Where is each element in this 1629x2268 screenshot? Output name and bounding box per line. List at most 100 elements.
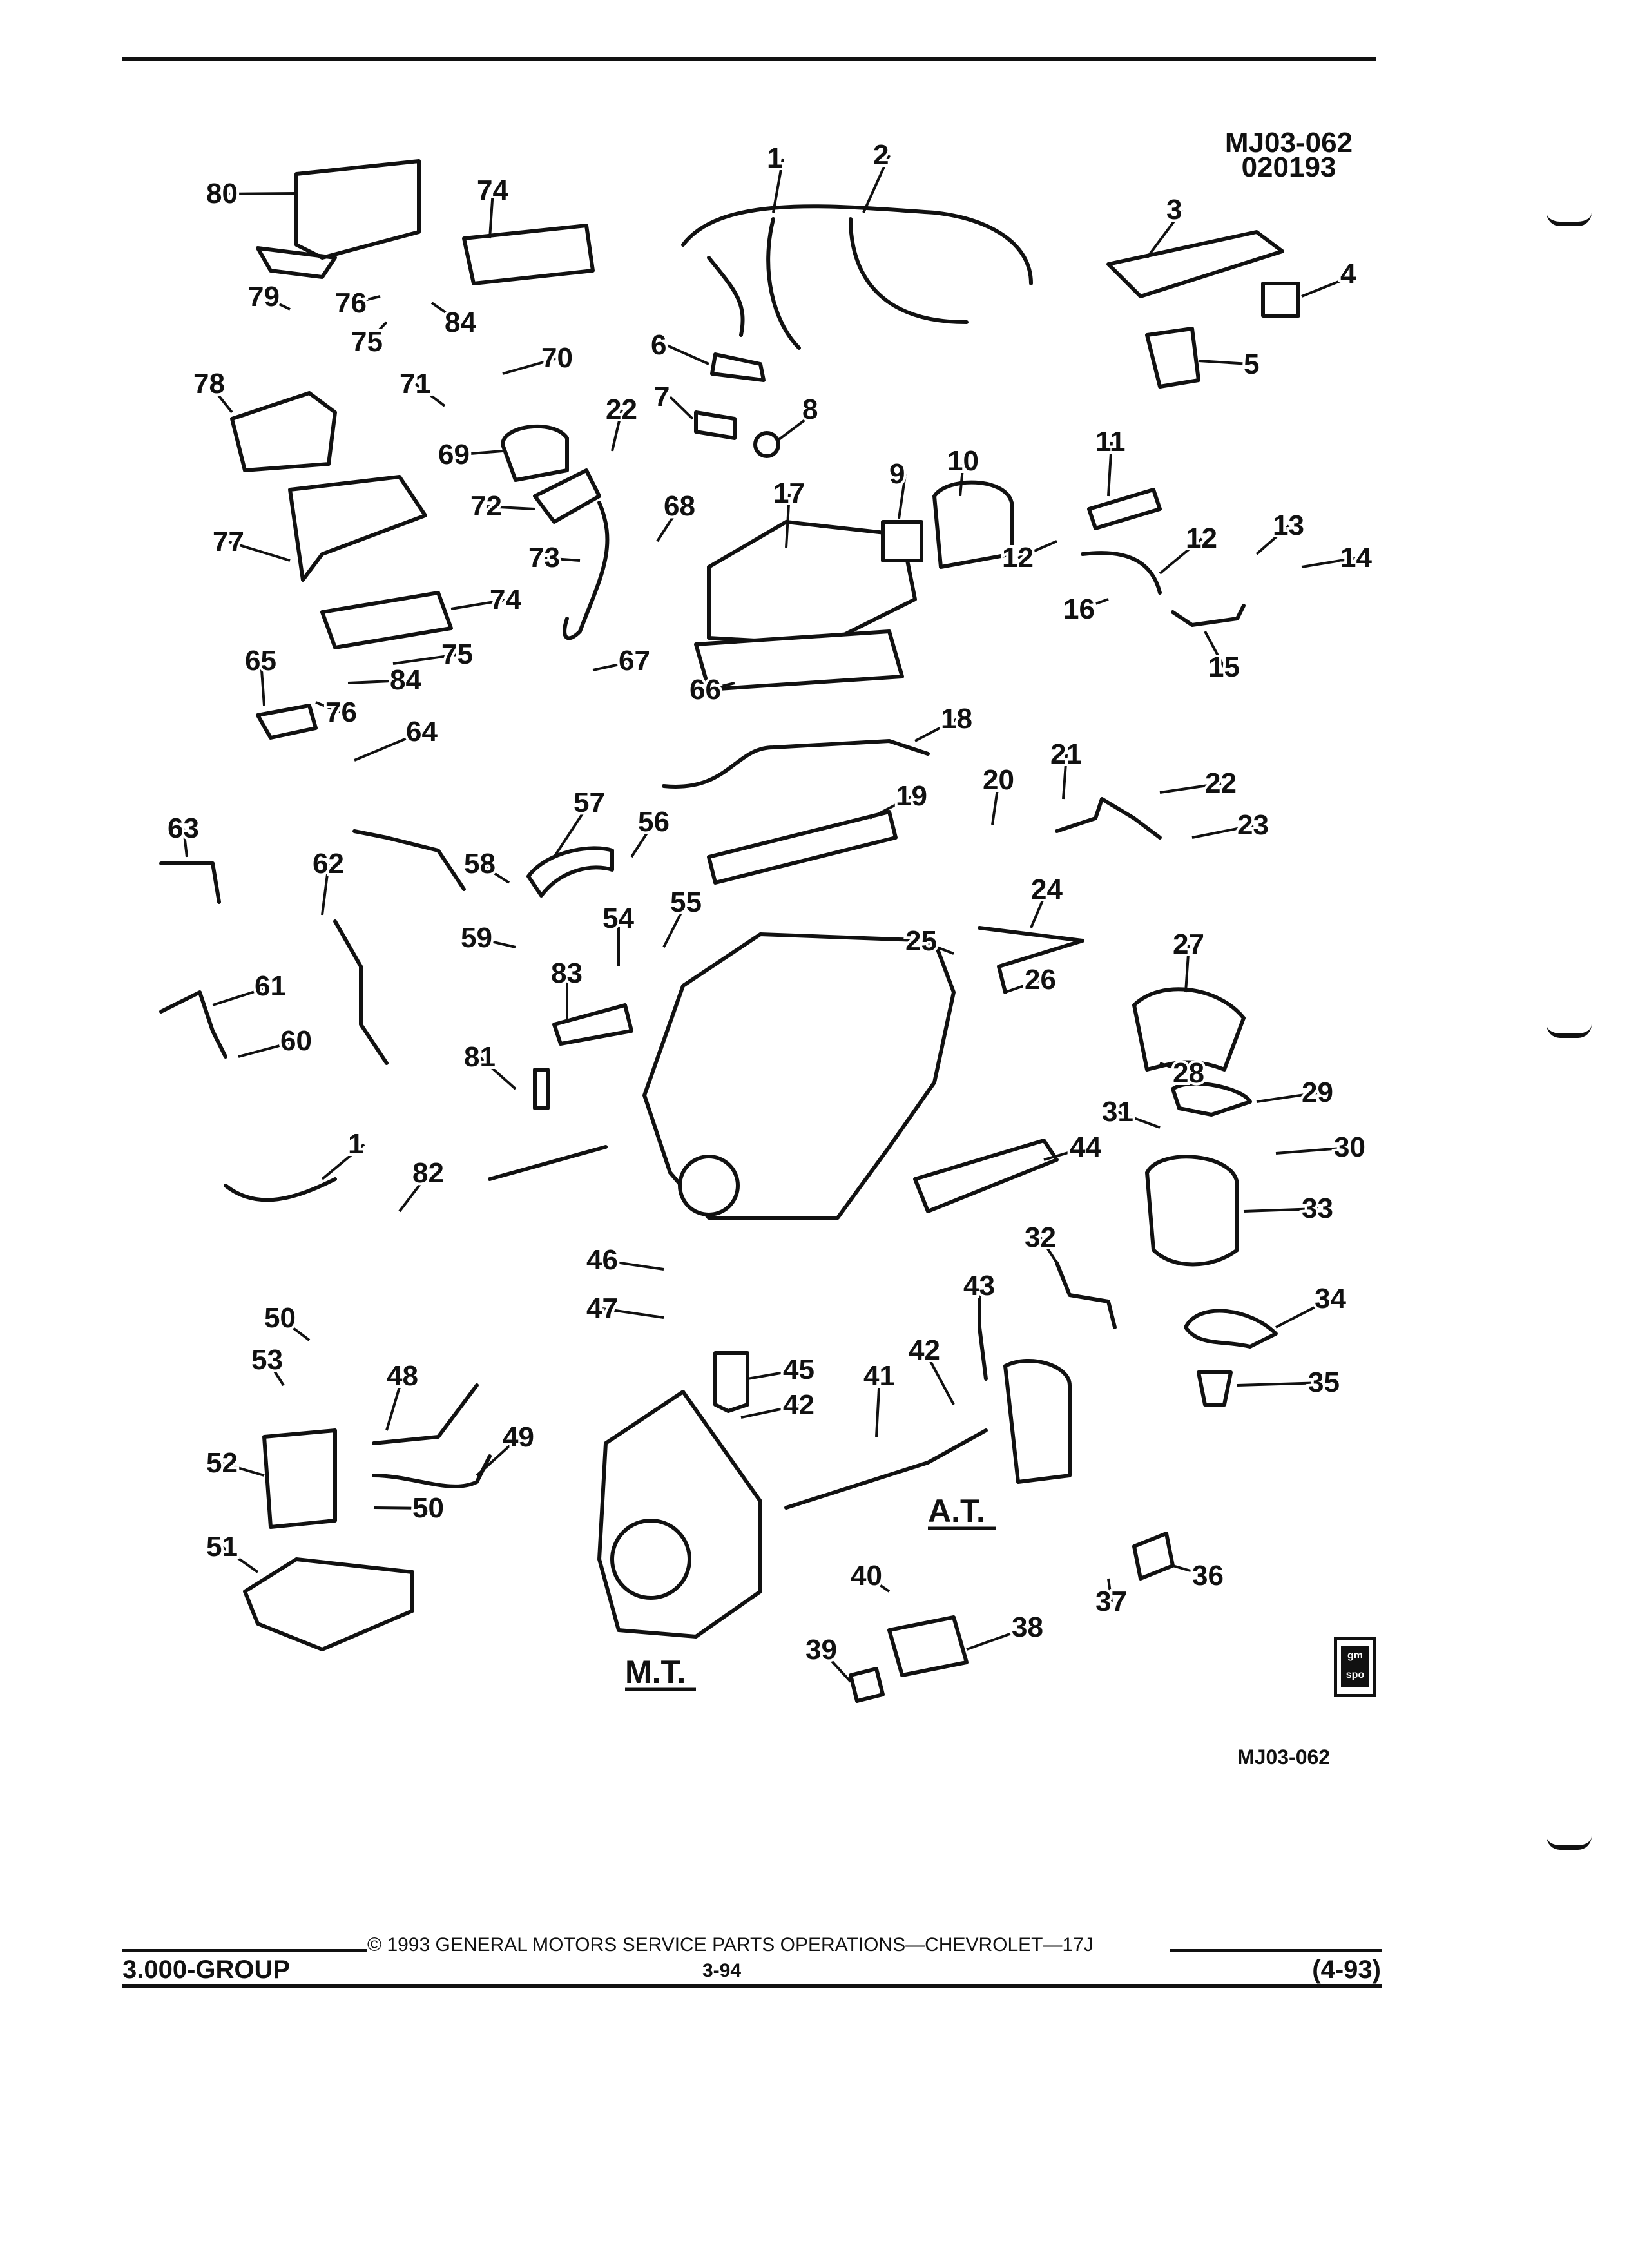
callout-c12b: 12 <box>1186 523 1217 554</box>
callout-c37: 37 <box>1095 1586 1127 1617</box>
callout-c12a: 12 <box>1002 542 1034 573</box>
callout-c71: 71 <box>400 368 431 399</box>
part-72-gasket <box>533 468 601 524</box>
callout-c2: 2 <box>873 139 889 171</box>
callout-c46: 46 <box>586 1244 618 1276</box>
callout-c13: 13 <box>1273 510 1304 541</box>
leader-line-c69 <box>454 450 503 456</box>
callout-c36: 36 <box>1192 1560 1224 1591</box>
callout-c45: 45 <box>783 1354 815 1385</box>
gm-spo-badge: gm spo <box>1334 1637 1376 1697</box>
leader-line-c48 <box>385 1376 404 1431</box>
leader-line-c45 <box>747 1369 800 1380</box>
leader-line-c22b <box>611 409 623 452</box>
part-62-harness <box>333 829 466 1065</box>
leader-line-c84b <box>347 679 407 684</box>
part-36-relay <box>1132 1532 1175 1581</box>
callout-c18: 18 <box>941 703 972 735</box>
leader-line-c30 <box>1275 1146 1351 1155</box>
callout-c59: 59 <box>461 922 492 954</box>
part-78-bracket <box>230 391 337 472</box>
callout-c25: 25 <box>905 925 937 957</box>
callout-c22b: 22 <box>606 394 637 425</box>
leader-line-c82 <box>398 1172 430 1213</box>
part-11-hose <box>1087 488 1162 530</box>
leader-line-c74b <box>450 599 506 610</box>
callout-c49: 49 <box>503 1421 534 1453</box>
callout-c74a: 74 <box>477 175 508 206</box>
part-65-sensor <box>256 704 318 740</box>
figure-date: 020193 <box>1241 151 1336 183</box>
part-83-bracket <box>552 1003 633 1046</box>
part-16-hose <box>1081 551 1162 595</box>
part-69-housing <box>501 424 569 482</box>
callout-c22a: 22 <box>1205 767 1237 799</box>
leader-line-c50a <box>279 1317 311 1341</box>
leader-line-c36 <box>1172 1564 1209 1577</box>
group-number: 3.000-GROUP <box>122 1956 291 1984</box>
manual-label: M.T. <box>625 1654 686 1690</box>
part-45-sensor <box>713 1351 749 1413</box>
callout-c19: 19 <box>896 780 927 812</box>
callout-c26: 26 <box>1025 964 1056 995</box>
leader-line-c32 <box>1039 1236 1058 1264</box>
callout-c79: 79 <box>248 281 280 312</box>
callout-c84b: 84 <box>390 664 421 696</box>
leader-line-c44 <box>1043 1146 1086 1161</box>
callout-c65: 65 <box>245 645 276 677</box>
callout-c78: 78 <box>193 368 225 399</box>
leader-line-c51 <box>221 1546 259 1573</box>
callout-c82: 82 <box>412 1157 444 1189</box>
part-3-bracket <box>1106 230 1284 298</box>
leader-line-c14 <box>1301 557 1357 568</box>
part-34-bracket <box>1184 1309 1278 1349</box>
part-73-pipe <box>563 501 610 640</box>
leader-line-c59 <box>476 937 516 948</box>
leader-line-c75b <box>392 653 458 665</box>
callout-c1b: 1 <box>348 1128 363 1160</box>
leader-line-c33 <box>1243 1207 1318 1213</box>
callout-c44: 44 <box>1070 1131 1101 1163</box>
callout-c74b: 74 <box>490 584 521 615</box>
callout-c61: 61 <box>255 970 286 1002</box>
callout-c48: 48 <box>387 1360 418 1392</box>
copyright-notice: © 1993 GENERAL MOTORS SERVICE PARTS OPER… <box>367 1934 1094 1956</box>
leader-line-c5 <box>1198 360 1260 366</box>
engine-pulley <box>678 1155 740 1216</box>
leader-line-c2 <box>862 155 891 213</box>
part-38-bracket <box>887 1615 969 1677</box>
leader-line-c56 <box>630 821 655 858</box>
callout-c68: 68 <box>664 490 695 522</box>
part-21-fuel-pipe <box>1055 797 1162 840</box>
leader-line-c3 <box>1146 209 1184 259</box>
leader-line-c17 <box>785 493 791 548</box>
leader-line-c19 <box>869 795 912 820</box>
part-4-relay <box>1261 282 1300 318</box>
leader-line-c71 <box>414 383 446 407</box>
footer-line-left <box>122 1949 367 1952</box>
leader-line-c4 <box>1301 273 1357 298</box>
footer-rule <box>122 1984 1382 1988</box>
callout-c77: 77 <box>213 526 244 557</box>
callout-c62: 62 <box>313 848 344 879</box>
leader-line-c42b <box>740 1404 800 1419</box>
callout-c83: 83 <box>551 957 583 989</box>
leader-line-c58 <box>479 863 510 884</box>
callout-c76b: 76 <box>325 697 357 728</box>
leader-line-c52 <box>222 1462 265 1477</box>
callout-c42a: 42 <box>909 1334 940 1366</box>
leader-line-c34 <box>1275 1298 1331 1329</box>
part-43-clip <box>978 1325 988 1381</box>
callout-c16: 16 <box>1063 593 1095 625</box>
leader-line-c16 <box>1079 598 1109 611</box>
page-number: 3-94 <box>702 1960 742 1981</box>
part-6-sensor <box>710 352 766 382</box>
leader-line-c29 <box>1256 1091 1318 1103</box>
leader-line-c35 <box>1237 1381 1325 1387</box>
part-48-hose <box>372 1383 479 1445</box>
part-1-wiring-harness <box>681 204 1033 350</box>
leader-line-c73 <box>544 557 581 562</box>
part-18-injector-harness <box>662 739 930 789</box>
part-19-fuel-rail <box>707 810 898 885</box>
